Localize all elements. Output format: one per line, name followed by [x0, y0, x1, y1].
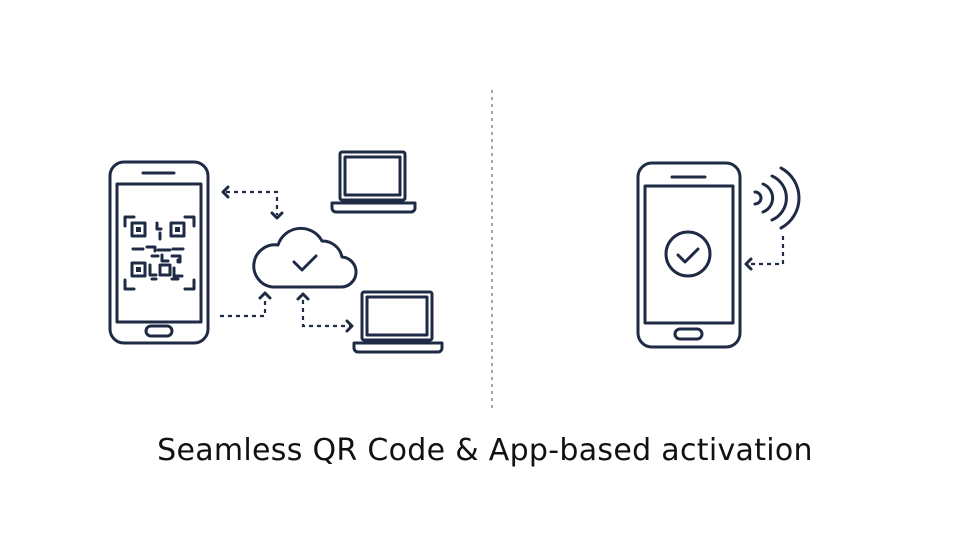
- signal-arrow: [744, 236, 785, 271]
- laptop-icon: [352, 290, 444, 354]
- data-flow-arrows: [220, 185, 354, 333]
- qr-code-icon: [130, 221, 186, 281]
- caption: Seamless QR Code & App-based activation: [157, 433, 813, 468]
- cloud-check-icon: [252, 226, 358, 289]
- laptop-icon: [330, 150, 417, 214]
- phone-qr-icon: [108, 160, 210, 345]
- wireless-signal-icon: [753, 166, 801, 230]
- phone-check-icon: [636, 161, 742, 349]
